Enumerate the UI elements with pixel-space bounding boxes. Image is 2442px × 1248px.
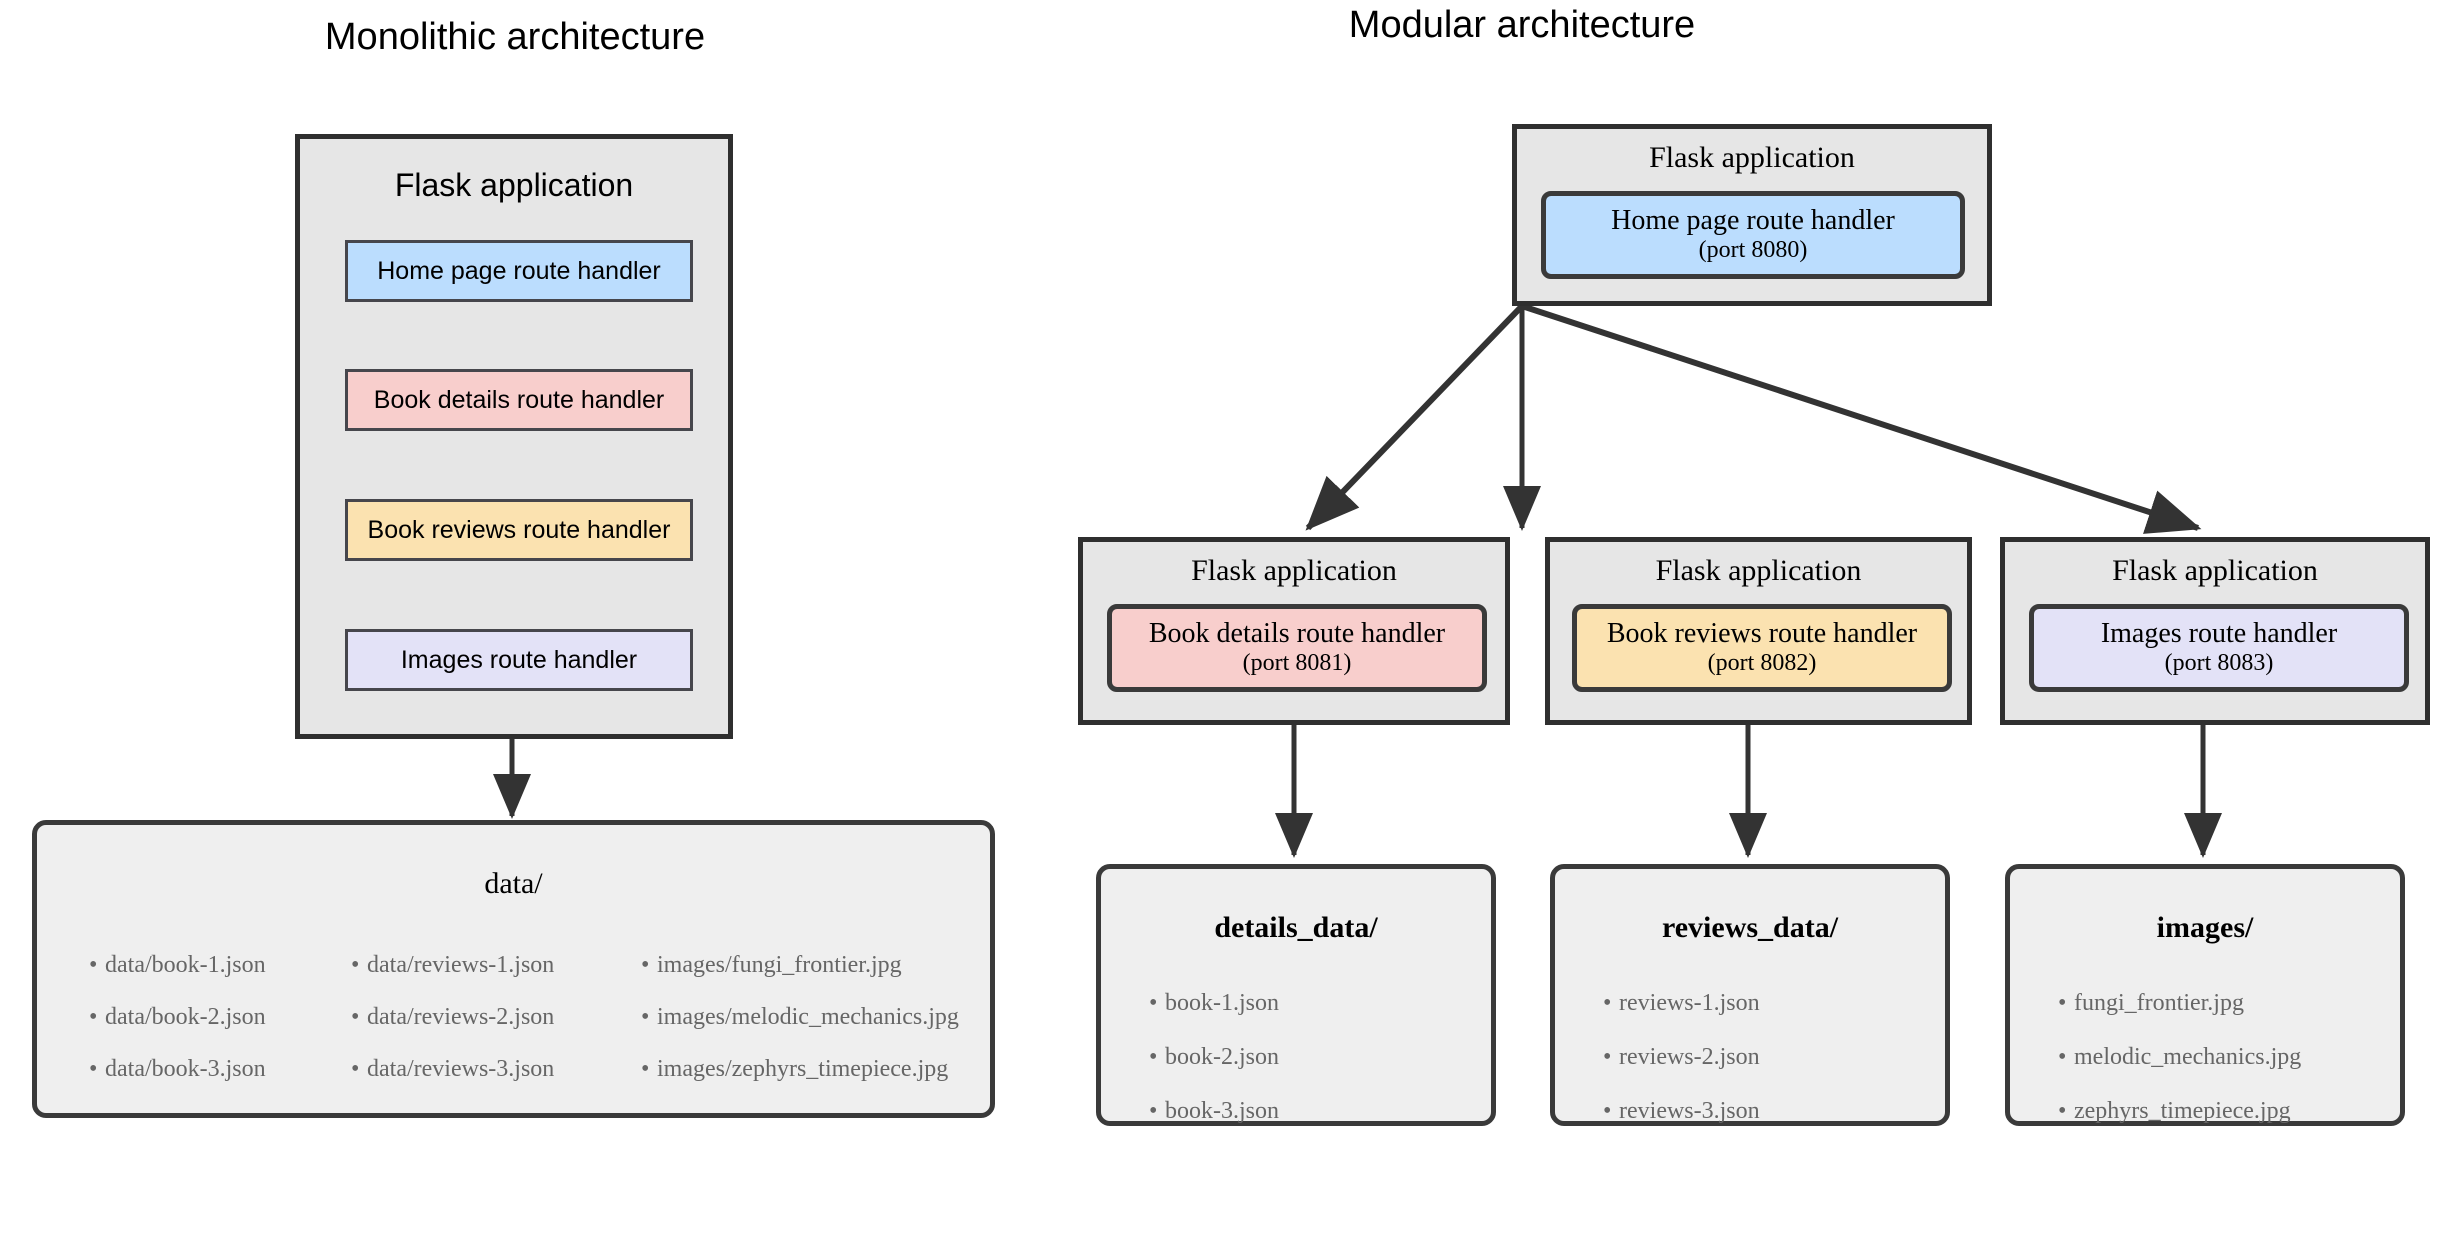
file-item: fungi_frontier.jpg	[2058, 991, 2400, 1015]
modular-handler-book-details-port: (port 8081)	[1242, 650, 1352, 677]
modular-service-details-app-label: Flask application	[1191, 554, 1397, 587]
modular-handler-book-reviews-label: Book reviews route handler	[1606, 618, 1918, 650]
modular-service-reviews-app-label: Flask application	[1655, 554, 1862, 587]
storage-data-title: data/	[484, 867, 543, 900]
handler-images[interactable]: Images route handler	[345, 629, 693, 691]
handler-book-details[interactable]: Book details route handler	[345, 369, 693, 431]
file-item: data/book-2.json	[89, 1005, 351, 1029]
file-item: reviews-1.json	[1603, 991, 1945, 1015]
storage-data-column-1: data/book-1.json data/book-2.json data/b…	[89, 953, 351, 1081]
modular-service-flask-app-reviews: Flask application Book reviews route han…	[1545, 537, 1972, 725]
monolithic-section-title: Monolithic architecture	[324, 16, 706, 58]
modular-service-flask-app-images: Flask application Images route handler (…	[2000, 537, 2430, 725]
modular-handler-home-page-port: (port 8080)	[1698, 237, 1808, 264]
file-item: book-2.json	[1149, 1045, 1491, 1069]
handler-images-label: Images route handler	[400, 645, 638, 674]
modular-service-flask-app-details: Flask application Book details route han…	[1078, 537, 1510, 725]
file-item: book-3.json	[1149, 1099, 1491, 1123]
modular-handler-images-label: Images route handler	[2100, 618, 2338, 650]
modular-handler-home-page[interactable]: Home page route handler (port 8080)	[1541, 191, 1965, 279]
modular-handler-images[interactable]: Images route handler (port 8083)	[2029, 604, 2409, 692]
file-item: data/reviews-1.json	[351, 953, 641, 977]
handler-home-page[interactable]: Home page route handler	[345, 240, 693, 302]
file-item: images/melodic_mechanics.jpg	[641, 1005, 961, 1029]
file-item: data/book-1.json	[89, 953, 351, 977]
file-item: data/book-3.json	[89, 1057, 351, 1081]
modular-section-title: Modular architecture	[1348, 4, 1696, 46]
file-item: zephyrs_timepiece.jpg	[2058, 1099, 2400, 1123]
storage-details-data-folder: details_data/ book-1.json book-2.json bo…	[1096, 864, 1496, 1126]
monolithic-flask-container: Flask application Home page route handle…	[295, 134, 733, 739]
file-item: images/fungi_frontier.jpg	[641, 953, 961, 977]
storage-data-column-3: images/fungi_frontier.jpg images/melodic…	[641, 953, 961, 1081]
handler-book-reviews[interactable]: Book reviews route handler	[345, 499, 693, 561]
file-item: images/zephyrs_timepiece.jpg	[641, 1057, 961, 1081]
file-item: reviews-3.json	[1603, 1099, 1945, 1123]
handler-home-page-label: Home page route handler	[377, 256, 661, 285]
storage-details-data-title: details_data/	[1214, 911, 1378, 944]
modular-handler-book-details[interactable]: Book details route handler (port 8081)	[1107, 604, 1487, 692]
monolithic-app-label: Flask application	[394, 167, 634, 203]
file-item: melodic_mechanics.jpg	[2058, 1045, 2400, 1069]
file-item: data/reviews-2.json	[351, 1005, 641, 1029]
modular-handler-book-details-label: Book details route handler	[1148, 618, 1446, 650]
file-item: book-1.json	[1149, 991, 1491, 1015]
storage-data-column-2: data/reviews-1.json data/reviews-2.json …	[351, 953, 641, 1081]
modular-service-images-app-label: Flask application	[2112, 554, 2318, 587]
modular-handler-book-reviews-port: (port 8082)	[1707, 650, 1817, 677]
storage-reviews-data-folder: reviews_data/ reviews-1.json reviews-2.j…	[1550, 864, 1950, 1126]
handler-book-details-label: Book details route handler	[373, 385, 665, 414]
storage-images-folder: images/ fungi_frontier.jpg melodic_mecha…	[2005, 864, 2405, 1126]
arrow-root-to-images	[1521, 303, 2202, 534]
modular-root-flask-app: Flask application Home page route handle…	[1512, 124, 1992, 306]
handler-book-reviews-label: Book reviews route handler	[367, 515, 671, 544]
file-item: data/reviews-3.json	[351, 1057, 641, 1081]
storage-reviews-data-title: reviews_data/	[1661, 911, 1839, 944]
modular-handler-home-page-label: Home page route handler	[1611, 205, 1895, 237]
storage-data-folder: data/ data/book-1.json data/book-2.json …	[32, 820, 995, 1118]
file-item: reviews-2.json	[1603, 1045, 1945, 1069]
modular-handler-book-reviews[interactable]: Book reviews route handler (port 8082)	[1572, 604, 1952, 692]
storage-images-title: images/	[2156, 911, 2254, 944]
modular-handler-images-port: (port 8083)	[2164, 650, 2274, 677]
modular-root-app-label: Flask application	[1649, 141, 1855, 174]
arrow-root-to-details	[1305, 303, 1525, 531]
